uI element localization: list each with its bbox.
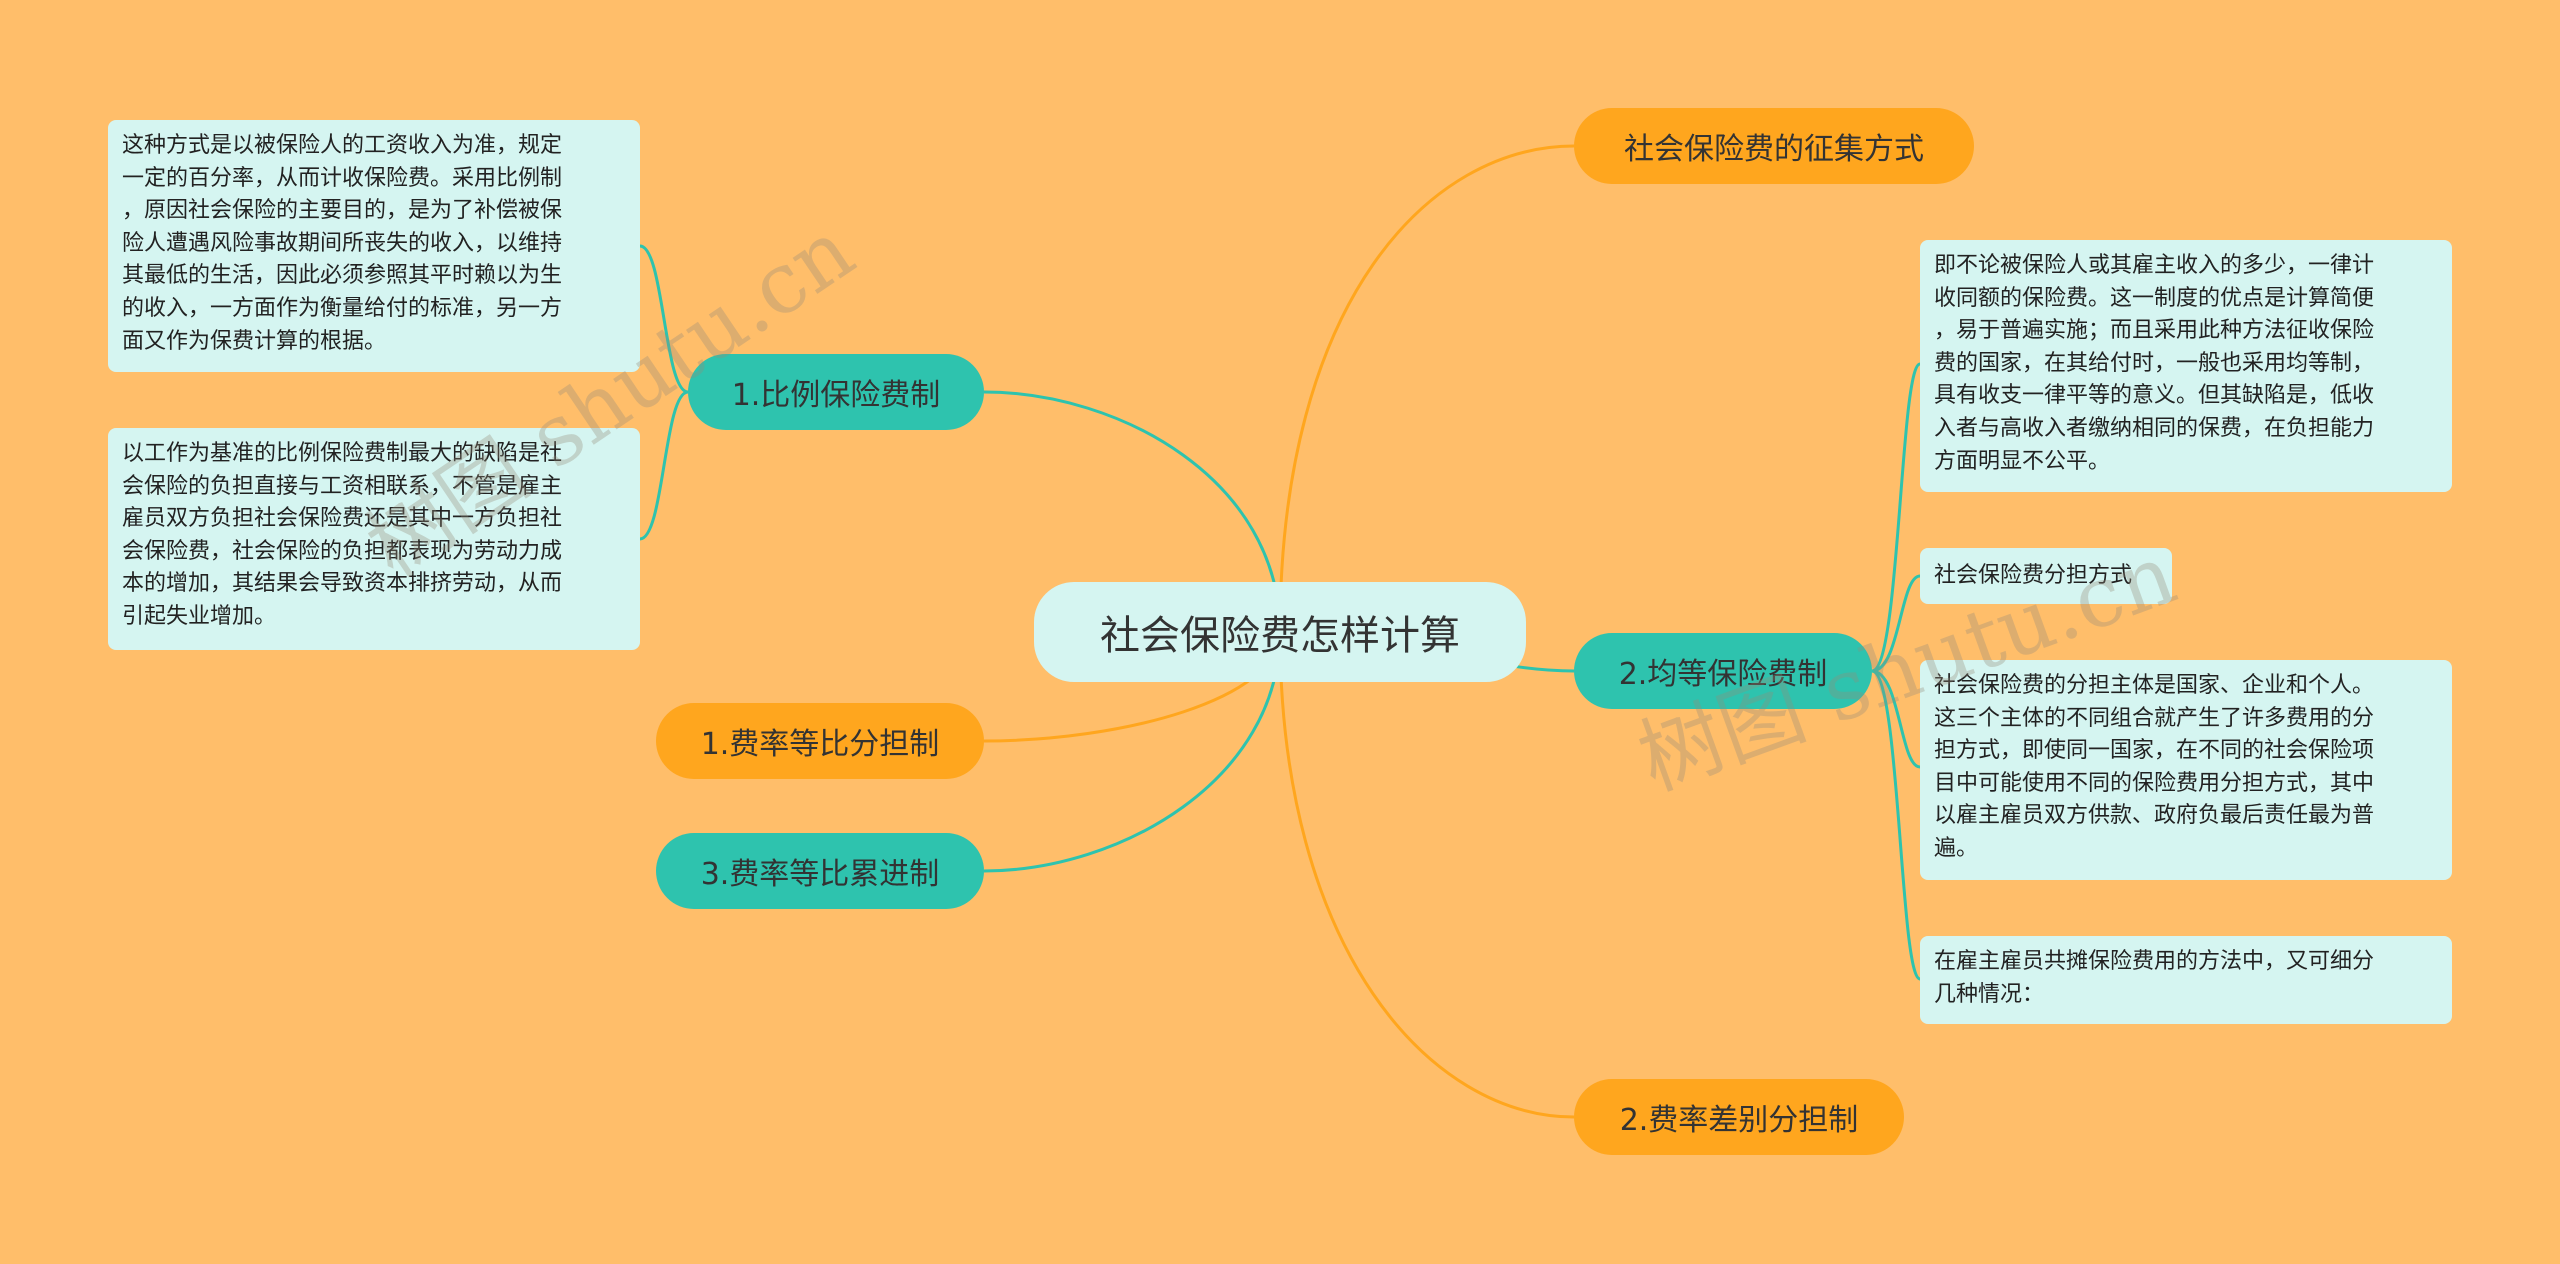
link-equal-sharing-desc <box>1871 669 1921 769</box>
branch-label: 1.费率等比分担制 <box>700 727 940 762</box>
branch-rate-differential-sharing[interactable]: 2.费率差别分担制 <box>1574 1079 1904 1155</box>
link-root-collection <box>1278 144 1575 633</box>
branch-rate-proportional-sharing[interactable]: 1.费率等比分担制 <box>656 703 984 779</box>
branch-label: 2.均等保险费制 <box>1618 657 1828 692</box>
branch-label: 1.比例保险费制 <box>731 378 941 413</box>
link-equal-desc <box>1871 362 1922 673</box>
leaf-sharing-method-title[interactable]: 社会保险费分担方式 <box>1920 548 2172 604</box>
root-topic[interactable]: 社会保险费怎样计算 <box>1034 582 1526 682</box>
leaf-sharing-method-description[interactable]: 社会保险费的分担主体是国家、企业和个人。 这三个主体的不同组合就产生了许多费用的… <box>1920 660 2452 880</box>
link-equal-employer <box>1871 669 1922 981</box>
link-equal-sharing-title <box>1871 574 1921 673</box>
branch-equal-premium[interactable]: 2.均等保险费制 <box>1574 633 1872 709</box>
leaf-proportional-drawback[interactable]: 以工作为基准的比例保险费制最大的缺陷是社 会保险的负担直接与工资相联系，不管是雇… <box>108 428 640 650</box>
branch-label: 社会保险费的征集方式 <box>1624 132 1924 167</box>
link-root-proportional <box>983 390 1282 633</box>
root-topic-label: 社会保险费怎样计算 <box>1100 613 1460 659</box>
branch-rate-progressive[interactable]: 3.费率等比累进制 <box>656 833 984 909</box>
link-proportional-drawback <box>639 390 689 541</box>
link-root-rate-differential <box>1278 631 1575 1119</box>
leaf-equal-description[interactable]: 即不论被保险人或其雇主收入的多少，一律计 收同额的保险费。这一制度的优点是计算简… <box>1920 240 2452 492</box>
branch-label: 2.费率差别分担制 <box>1619 1103 1859 1138</box>
branch-label: 3.费率等比累进制 <box>700 857 940 892</box>
leaf-employer-employee-sharing[interactable]: 在雇主雇员共摊保险费用的方法中，又可细分 几种情况： <box>1920 936 2452 1024</box>
link-proportional-desc <box>639 244 689 394</box>
link-root-rate-progressive <box>983 631 1282 873</box>
leaf-proportional-description[interactable]: 这种方式是以被保险人的工资收入为准，规定 一定的百分率，从而计收保险费。采用比例… <box>108 120 640 372</box>
branch-proportional-premium[interactable]: 1.比例保险费制 <box>688 354 984 430</box>
branch-collection-methods[interactable]: 社会保险费的征集方式 <box>1574 108 1974 184</box>
